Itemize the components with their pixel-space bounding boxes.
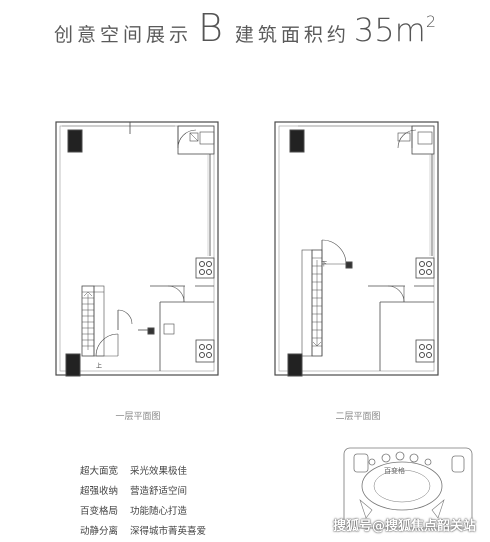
page-title: 创意空间展示 B 建筑面积约 35m2 xyxy=(0,6,490,52)
floor-plan-1 xyxy=(55,121,219,377)
floor2-stair-down-mark: 下 xyxy=(321,261,327,268)
title-area-value: 35m2 xyxy=(353,11,436,49)
feature-list: 超大面宽采光效果极佳 超强收纳营造舒适空间 百变格局功能随心打造 动静分离深得城… xyxy=(80,462,206,542)
floor2-label: 二层平面图 xyxy=(335,412,381,422)
floor2-column-top xyxy=(289,129,305,153)
title-area-label: 建筑面积约 xyxy=(234,24,350,46)
floor2-outer-wall xyxy=(274,121,439,376)
watermark: 搜狐号@搜狐焦点韶关站 xyxy=(332,519,476,534)
feature-row: 超大面宽采光效果极佳 xyxy=(80,466,188,477)
feature-row: 动静分离深得城市菁英喜爱 xyxy=(80,526,207,537)
floor1-stair-up-mark: 上 xyxy=(96,362,102,370)
floor2-column-bottom xyxy=(287,353,303,377)
floor-plan-2 xyxy=(274,121,439,377)
feature-row: 超强收纳营造舒适空间 xyxy=(80,486,188,497)
thumbnail-plan xyxy=(343,447,473,529)
floor1-column-bottom xyxy=(65,353,81,377)
floor2-stove xyxy=(415,257,435,279)
floor1-column-top xyxy=(67,129,83,153)
floor2-staircase xyxy=(301,249,323,357)
floor1-stove xyxy=(195,257,215,279)
feature-row: 百变格局功能随心打造 xyxy=(80,506,188,517)
floor1-staircase xyxy=(81,285,105,357)
floor1-label: 一层平面图 xyxy=(115,412,161,422)
floor2-door xyxy=(321,239,347,265)
thumbnail-label: 百变格 xyxy=(384,467,405,475)
floor1-outer-wall xyxy=(55,121,219,376)
floor1-entry-door xyxy=(95,333,119,357)
title-prefix: 创意空间展示 xyxy=(54,24,193,46)
title-unit-letter: B xyxy=(198,6,223,50)
